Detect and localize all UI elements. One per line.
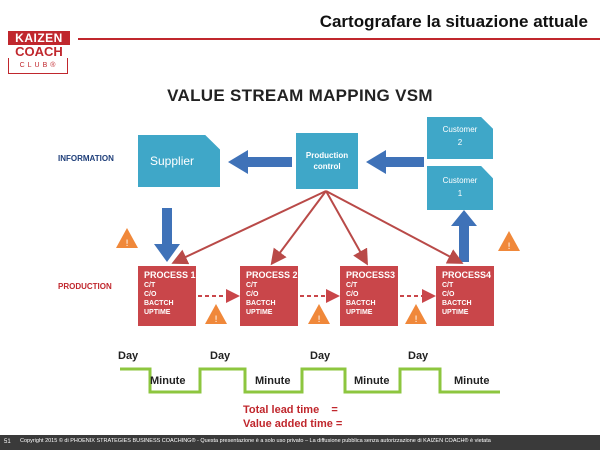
process-metric: C/T (246, 282, 258, 289)
timeline-minute-label: Minute (454, 375, 490, 387)
production-label: PRODUCTION (58, 282, 112, 291)
process-title: PROCESS4 (442, 270, 492, 280)
value-added-time: Value added time = (243, 418, 343, 430)
process-metric: UPTIME (346, 309, 373, 316)
supplier-box: Supplier (138, 135, 220, 187)
svg-text:!: ! (507, 242, 511, 252)
customer-1-line2: 1 (457, 189, 463, 198)
information-label: INFORMATION (58, 154, 114, 163)
process-metric: C/T (144, 282, 156, 289)
process-metric: BACTCH (442, 300, 472, 307)
process-metric: C/O (442, 291, 455, 298)
timeline-minute-label: Minute (150, 375, 186, 387)
logo-kaizen: KAIZEN (8, 31, 70, 45)
header-divider (78, 38, 600, 40)
process-metric: BACTCH (144, 300, 174, 307)
production-control-line1: Production (305, 151, 349, 160)
process-metric: BACTCH (346, 300, 376, 307)
inventory-warning-icon: ! (498, 231, 520, 252)
process-metric: UPTIME (144, 309, 171, 316)
control-arrow-3 (325, 190, 368, 266)
process-metric: C/O (144, 291, 157, 298)
control-arrow-2 (270, 190, 327, 266)
process-metric: C/T (442, 282, 454, 289)
timeline-line (120, 367, 500, 394)
process-box: PROCESS3 C/T C/O BACTCH UPTIME (340, 266, 398, 326)
svg-text:!: ! (414, 315, 418, 325)
svg-text:!: ! (125, 239, 129, 249)
process-title: PROCESS 2 (246, 270, 298, 280)
customer-1-line1: Customer (442, 176, 478, 185)
control-arrow-4 (325, 190, 464, 264)
process-metric: BACTCH (246, 300, 276, 307)
timeline-day-label: Day (118, 350, 139, 362)
inventory-warning-icon: ! (116, 228, 138, 249)
timeline-day-label: Day (210, 350, 231, 362)
footer-bar (0, 435, 600, 450)
info-arrow-customer-to-control (366, 150, 424, 174)
process-metric: UPTIME (442, 309, 469, 316)
process-box: PROCESS4 C/T C/O BACTCH UPTIME (436, 266, 494, 326)
process-title: PROCESS3 (346, 270, 396, 280)
page-number: 51 (4, 439, 11, 445)
process-metric: C/O (346, 291, 359, 298)
inventory-warning-icon: ! (405, 304, 427, 325)
timeline-day-label: Day (310, 350, 331, 362)
info-arrow-control-to-supplier (228, 150, 292, 174)
timeline-minute-label: Minute (255, 375, 291, 387)
customer-2-line2: 2 (457, 138, 463, 147)
total-lead-time: Total lead time = (243, 404, 338, 416)
svg-text:!: ! (317, 315, 321, 325)
svg-text:!: ! (214, 315, 218, 325)
logo-coach: COACH (15, 44, 63, 59)
page-title: Cartografare la situazione attuale (319, 12, 588, 31)
control-arrow-1 (171, 190, 327, 265)
flow-arrow-supplier-to-process1 (154, 208, 180, 262)
diagram-title: VALUE STREAM MAPPING VSM (167, 86, 433, 105)
process-box: PROCESS 1 C/T C/O BACTCH UPTIME (138, 266, 196, 326)
copyright-text: Copyright 2015 © di PHOENIX STRATEGIES B… (20, 438, 491, 444)
timeline-day-label: Day (408, 350, 429, 362)
process-title: PROCESS 1 (144, 270, 196, 280)
flow-arrow-process4-to-customer (451, 210, 477, 262)
inventory-warning-icon: ! (205, 304, 227, 325)
process-metric: C/T (346, 282, 358, 289)
process-metric: UPTIME (246, 309, 273, 316)
customer-1-box: Customer 1 (427, 166, 493, 210)
process-metric: C/O (246, 291, 259, 298)
logo-club: CLUB® (19, 62, 59, 69)
customer-2-box: Customer 2 (427, 117, 493, 159)
timeline-minute-label: Minute (354, 375, 390, 387)
process-box: PROCESS 2 C/T C/O BACTCH UPTIME (240, 266, 298, 326)
production-control-box: Production control (296, 133, 358, 189)
production-control-line2: control (313, 162, 341, 171)
customer-2-line1: Customer (442, 125, 478, 134)
inventory-warning-icon: ! (308, 304, 330, 325)
logo-frame (8, 58, 68, 74)
